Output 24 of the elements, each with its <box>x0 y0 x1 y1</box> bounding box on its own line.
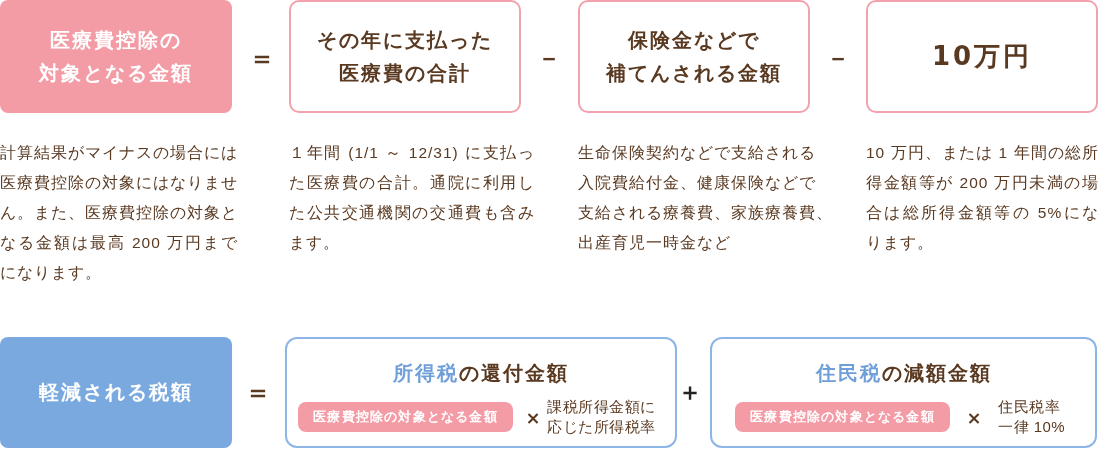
equals-sign: ＝ <box>249 45 275 71</box>
multiplication-sign: × <box>525 409 541 427</box>
description-text: 10 万円、または 1 年間の総所得金額等が 200 万円未満の場合は総所得金額等の 5%になります。 <box>866 143 1099 253</box>
amount-pill: 医療費控除の対象となる金額 <box>735 402 950 432</box>
rate-text: 課税所得金額に応じた所得税率 <box>547 397 657 437</box>
term-box: その年に支払った医療費の合計 <box>289 0 521 113</box>
term-box: 保険金などで補てんされる金額 <box>578 0 810 113</box>
formula-panel <box>285 337 677 448</box>
multiplication-sign: × <box>966 409 982 427</box>
result-box: 軽減される税額 <box>0 337 232 448</box>
plus-sign: ＋ <box>678 380 702 404</box>
panel-heading: 住民税の減額金額 <box>815 360 992 386</box>
panel-heading: 所得税の還付金額 <box>393 360 569 386</box>
result-box: 医療費控除の対象となる金額 <box>0 0 232 113</box>
equals-sign: ＝ <box>245 379 271 405</box>
formula-panel <box>710 337 1097 448</box>
rate-text: 住民税率一律 10% <box>998 397 1067 437</box>
description-text: 計算結果がマイナスの場合には医療費控除の対象にはなりません。また、医療費控除の対象となる金額は最高 200 万円までになります。 <box>0 143 238 283</box>
description-text: 生命保険契約などで支給される入院費給付金、健康保険などで支給される療養費、家族療養費、出産育児一時金など <box>578 143 834 253</box>
term-box: 10万円 <box>866 0 1098 113</box>
amount-pill: 医療費控除の対象となる金額 <box>298 402 513 432</box>
description-text: １年間 (1/1 ～ 12/31) に支払った医療費の合計。通院に利用した公共交通機関の交通費も含みます。 <box>289 143 535 253</box>
minus-sign: － <box>826 46 850 70</box>
minus-sign: － <box>537 46 561 70</box>
